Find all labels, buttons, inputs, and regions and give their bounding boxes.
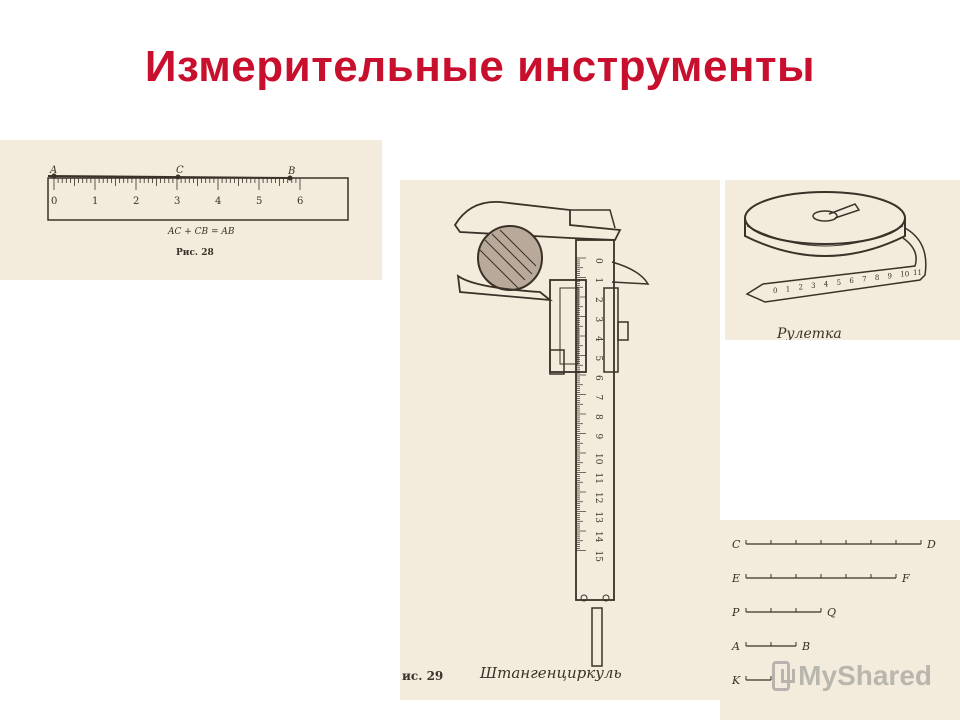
ruler-scale-label: 3 [174, 196, 180, 207]
caliper-scale-label: 2 [593, 297, 603, 303]
ruler-scale-label: 5 [256, 196, 262, 207]
segments-illustration: C D E F P Q A B K [720, 520, 960, 720]
caliper-vernier-slider [549, 279, 587, 373]
caliper-scale-label: 3 [593, 317, 603, 323]
tape-scale-label: 6 [849, 277, 854, 285]
caliper-thumb-grip [549, 349, 565, 375]
ruler-point-a [51, 173, 57, 179]
ruler-point-b [287, 175, 293, 181]
caliper-scale-label: 15 [593, 551, 603, 563]
caliper-scale-label: 4 [593, 336, 603, 342]
tape-scale-label: 0 [773, 287, 777, 295]
tape-scale-label: 9 [888, 272, 892, 280]
ruler-scale-label: 1 [92, 196, 98, 207]
tape-winding-handle [828, 203, 861, 219]
tape-scale-label: 2 [798, 284, 802, 292]
caliper-scale-label: 6 [593, 375, 603, 381]
segments-group: C D E F P Q A B K [731, 538, 936, 687]
caliper-scale-label: 8 [593, 414, 603, 420]
caliper-paper-background [400, 180, 720, 700]
segment-start-label: C [732, 538, 741, 551]
caliper-scale-label: 5 [593, 356, 603, 362]
segments-paper-background [720, 520, 960, 720]
segment-start-label: A [731, 640, 740, 653]
tape-scale-label: 3 [811, 282, 815, 290]
ruler-illustration: A C B 0 1 2 3 4 5 6 AC + CB = AB Рис. 28 [0, 140, 382, 280]
caliper-scale-label: 13 [593, 512, 603, 524]
tape-case-band [746, 225, 904, 247]
segment-start-label: K [731, 674, 741, 687]
ruler-ticks [53, 178, 301, 190]
tape-scale-label: 5 [837, 279, 841, 287]
watermark-logo: MyShared [772, 656, 932, 696]
caliper-scale-label: 7 [593, 395, 603, 401]
presentation-board-icon [772, 661, 796, 691]
ruler-point-a-label: A [49, 165, 57, 176]
segment-end-label: D [926, 538, 936, 551]
segment-start-label: E [731, 572, 740, 585]
tape-scale-label: 10 [900, 271, 909, 279]
caliper-scale-label: 14 [593, 531, 603, 543]
caliper-rivet-left [580, 594, 588, 602]
ruler-scale-label: 4 [215, 196, 221, 207]
slide-title: Измерительные инструменты [144, 42, 816, 91]
caliper-scale-label: 1 [593, 278, 603, 284]
caliper-lock-screw [617, 321, 629, 341]
ruler-scale-label: 2 [133, 196, 139, 207]
caliper-scale-label: 9 [593, 434, 603, 440]
caliper-lower-jaw [456, 274, 553, 302]
caliper-rivet-right [602, 594, 610, 602]
segments-figure: C D E F P Q A B K [720, 520, 960, 720]
segment-end-label: Q [827, 606, 836, 619]
tape-scale-label: 1 [786, 285, 790, 293]
tape-name: Рулетка [776, 326, 842, 340]
ruler-scale-label: 6 [297, 196, 303, 207]
caliper-scale-label: 11 [593, 473, 603, 484]
caliper-scale-label: 0 [593, 258, 603, 264]
tape-scale-label: 8 [875, 274, 879, 282]
ruler-figure: A C B 0 1 2 3 4 5 6 AC + CB = AB Рис. 28 [0, 140, 382, 280]
watermark-text: MyShared [798, 660, 932, 691]
ruler-scale-label: 0 [51, 196, 57, 207]
ruler-paper-background [0, 140, 382, 280]
caliper-name: Штангенциркуль [479, 664, 622, 682]
ruler-point-b-label: B [287, 166, 295, 177]
caliper-depth-rod [591, 607, 603, 667]
caliper-vernier-scale [559, 287, 579, 365]
tape-hub [812, 210, 838, 222]
segment-end-label: F [901, 572, 910, 585]
caliper-upper-jaw-tip [570, 209, 616, 229]
tape-scale-label: 7 [862, 276, 866, 284]
caliper-scale-label: 10 [593, 453, 603, 465]
caliper-ticks [576, 257, 586, 551]
ruler-point-c-label: C [176, 165, 184, 176]
ruler-scale-labels: 0 1 2 3 4 5 6 [51, 196, 303, 207]
tape-paper-background [725, 180, 960, 340]
ruler-equation: AC + CB = AB [167, 227, 235, 237]
caliper-figure-number: ис. 29 [402, 669, 443, 683]
tape-scale-label: 11 [913, 269, 922, 277]
segment-start-label: P [731, 606, 740, 619]
segment-end-label: B [801, 640, 810, 653]
caliper-scale-label: 12 [593, 492, 603, 503]
caliper-object-hatching [479, 229, 537, 289]
tape-strip [745, 227, 927, 303]
ruler-point-c [175, 174, 181, 180]
caliper-lower-jaw-right [611, 261, 650, 285]
ruler-caption: Рис. 28 [176, 248, 214, 258]
tape-case-side [744, 218, 906, 257]
tape-scale-label: 4 [824, 280, 829, 288]
ruler-segment-ab [47, 175, 291, 179]
